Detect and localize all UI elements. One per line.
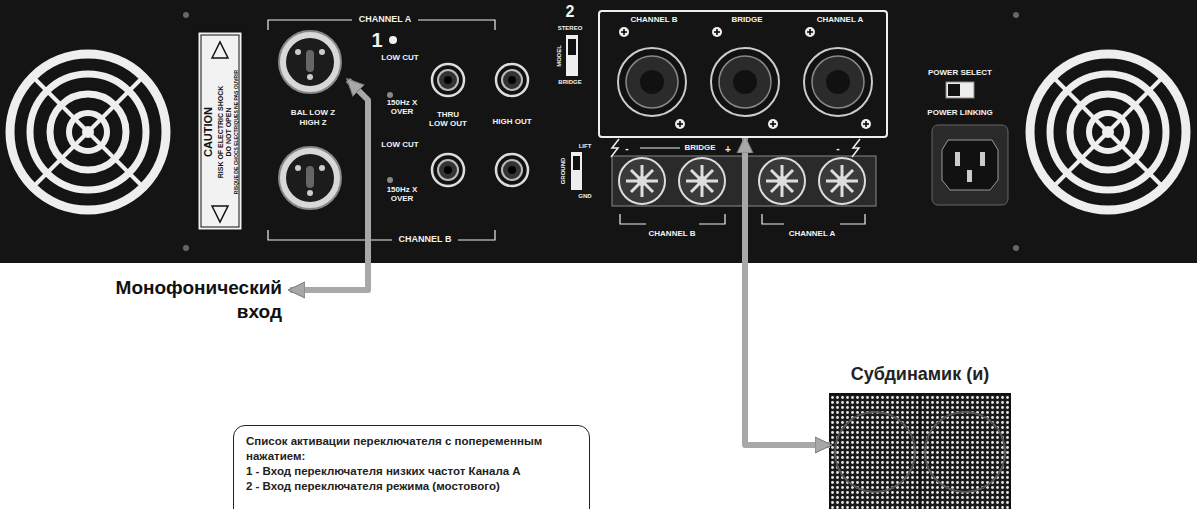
panel-graphic	[268, 230, 495, 240]
subwoofer-heading: Субдинамик (и)	[830, 360, 1010, 385]
panel-graphic	[389, 36, 397, 44]
panel-graphic	[183, 12, 189, 18]
subwoofer-box: Субдинамик (и)	[830, 360, 1010, 509]
panel-graphic	[10, 54, 166, 210]
panel-graphic	[946, 82, 974, 98]
panel-graphic	[768, 119, 778, 129]
panel-graphic	[1030, 54, 1186, 210]
panel-graphic	[1013, 245, 1019, 251]
panel-graphic	[804, 48, 872, 116]
panel-label: -	[625, 143, 628, 154]
panel-graphic	[573, 156, 580, 170]
panel-label: CHANNEL B	[399, 235, 452, 245]
panel-graphic	[496, 154, 528, 186]
panel-graphic	[861, 119, 871, 129]
panel-label: 1	[371, 29, 382, 51]
callout-label: Монофонический вход	[107, 276, 282, 324]
rotated-label: RISQUE DE CHOCS ELECTRIQUES NE PAS OUVRI…	[234, 70, 240, 194]
panel-graphic	[496, 64, 528, 96]
connector-label: CHANNEL B	[631, 15, 678, 24]
panel-label: CHANNEL B	[649, 230, 696, 239]
panel-label: THRU LOW OUT	[428, 111, 468, 129]
panel-graphic	[566, 35, 578, 76]
rotated-label: CAUTION	[202, 107, 214, 157]
rotated-label: RISK OF ELECTRIC SHOCK	[217, 86, 225, 179]
panel-graphic	[942, 140, 998, 190]
panel-graphic	[675, 119, 685, 129]
panel-graphic	[712, 27, 722, 37]
panel-graphic	[0, 0, 1197, 263]
note-text: 2 - Вход переключателя режима (мостового…	[246, 479, 577, 494]
panel-label: LOW CUT	[381, 54, 418, 63]
panel-graphic	[611, 139, 619, 157]
rotated-label: MODEL	[556, 45, 563, 67]
note-text: 1 - Вход переключателя низких частот Кан…	[246, 464, 577, 479]
panel-label: BRIDGE	[681, 144, 718, 153]
panel-graphic	[620, 214, 725, 224]
panel-label: CHANNEL A	[789, 230, 836, 239]
note-text: Список активации переключателя с поперем…	[246, 434, 577, 464]
wire-arrow	[745, 138, 830, 445]
panel-graphic	[432, 64, 464, 96]
panel-graphic	[925, 412, 1005, 492]
panel-graphic	[762, 214, 865, 224]
panel-graphic	[759, 158, 805, 204]
panel-graphic	[948, 84, 960, 96]
connector-label: BRIDGE	[731, 15, 762, 24]
panel-graphic	[830, 394, 1010, 509]
panel-graphic	[932, 125, 1008, 205]
panel-label: POWER LINKING	[927, 109, 992, 118]
panel-graphic	[967, 170, 972, 182]
panel-graphic	[201, 35, 239, 227]
panel-graphic	[619, 27, 629, 37]
panel-label: HIGH OUT	[492, 118, 531, 127]
panel-graphic	[955, 152, 960, 166]
panel-graphic	[619, 158, 665, 204]
panel-label: HIGH Z	[299, 119, 326, 128]
panel-graphic	[212, 206, 228, 222]
panel-graphic	[805, 27, 815, 37]
panel-graphic	[290, 80, 368, 290]
panel-graphic	[1013, 12, 1019, 18]
panel-graphic	[212, 42, 228, 58]
panel-graphic	[919, 394, 922, 509]
panel-graphic	[279, 147, 341, 209]
panel-graphic	[432, 154, 464, 186]
panel-label: 150Hz X OVER	[385, 186, 419, 204]
output-connector-panel: CHANNEL B BRIDGE CHANNEL A	[598, 10, 888, 138]
connector-label: CHANNEL A	[817, 15, 864, 24]
panel-graphic	[198, 32, 242, 230]
panel-graphic	[568, 39, 576, 55]
panel-label: 150Hz X OVER	[385, 99, 419, 117]
panel-label: CHANNEL A	[359, 15, 412, 25]
panel-graphic	[980, 152, 985, 166]
panel-graphic	[711, 48, 779, 116]
panel-label: BRIDGE	[558, 79, 581, 86]
panel-label: 2	[566, 3, 575, 21]
panel-graphic	[279, 31, 341, 93]
panel-label: GND	[578, 193, 591, 200]
panel-graphic	[640, 147, 680, 148]
panel-graphic	[183, 245, 189, 251]
panel-label: STEREO	[558, 25, 583, 32]
panel-label: LOW CUT	[381, 141, 418, 150]
rotated-label: DO NOT OPEN	[225, 107, 233, 156]
panel-graphic	[852, 139, 860, 157]
panel-label: -	[836, 143, 839, 154]
panel-graphic	[387, 177, 393, 183]
panel-label: LIFT	[579, 143, 592, 150]
note-box: Список активации переключателя с поперем…	[233, 425, 590, 509]
panel-graphic	[679, 158, 725, 204]
panel-graphic	[819, 158, 865, 204]
panel-label: +	[725, 144, 731, 155]
panel-graphic	[387, 92, 393, 98]
rotated-label: GROUND	[560, 158, 567, 185]
panel-label: POWER SELECT	[928, 69, 992, 78]
panel-graphic	[835, 412, 915, 492]
panel-graphic	[618, 48, 686, 116]
panel-label: BAL LOW Z	[291, 109, 335, 118]
panel-graphic	[571, 152, 582, 190]
